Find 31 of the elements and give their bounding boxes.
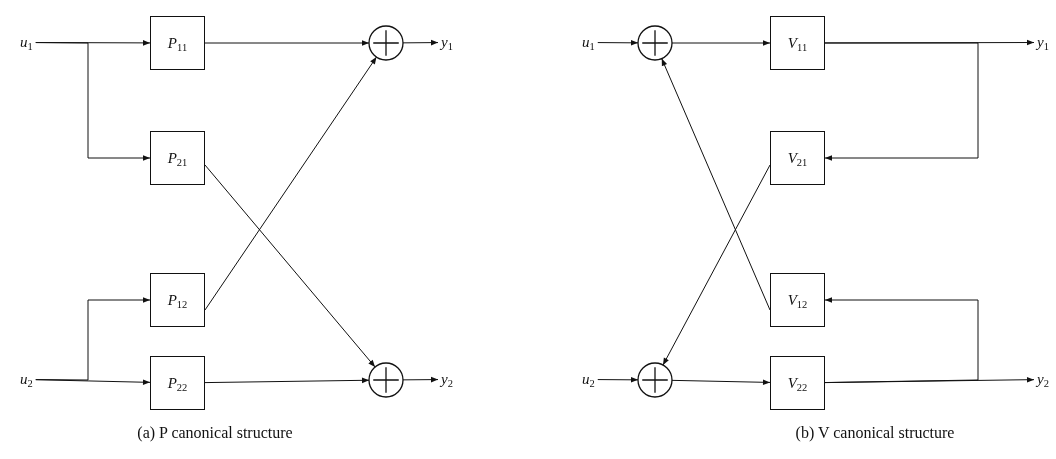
signal-label: y$_{1}$ bbox=[1037, 35, 1049, 50]
signal-label: y$_{1}$ bbox=[441, 35, 453, 50]
arrow bbox=[824, 42, 979, 161]
signal-label: u$_{1}$ bbox=[20, 35, 33, 50]
arrow bbox=[597, 377, 639, 383]
arrow bbox=[204, 377, 370, 384]
arrow bbox=[204, 164, 376, 368]
signal-label: u$_{2}$ bbox=[20, 372, 33, 387]
transfer-block: P$_{21}$ bbox=[150, 131, 205, 185]
arrow bbox=[661, 58, 771, 311]
transfer-block: V$_{22}$ bbox=[770, 356, 825, 410]
caption: (a) P canonical structure bbox=[137, 424, 293, 442]
transfer-block: P$_{11}$ bbox=[150, 16, 205, 70]
transfer-block: P$_{12}$ bbox=[150, 273, 205, 327]
arrow bbox=[597, 40, 639, 46]
arrow bbox=[824, 39, 1035, 46]
transfer-block: V$_{21}$ bbox=[770, 131, 825, 185]
signal-label: u$_{2}$ bbox=[582, 372, 595, 387]
transfer-block: P$_{22}$ bbox=[150, 356, 205, 410]
arrow bbox=[824, 297, 979, 384]
arrow bbox=[662, 164, 771, 366]
arrow bbox=[35, 379, 151, 385]
arrow bbox=[204, 56, 377, 311]
caption: (b) V canonical structure bbox=[795, 424, 955, 442]
arrow bbox=[204, 40, 370, 46]
signal-label: y$_{2}$ bbox=[1037, 372, 1049, 387]
signal-label: y$_{2}$ bbox=[441, 372, 453, 387]
transfer-block: V$_{12}$ bbox=[770, 273, 825, 327]
transfer-block: V$_{11}$ bbox=[770, 16, 825, 70]
arrow bbox=[35, 42, 151, 161]
signal-label: u$_{1}$ bbox=[582, 35, 595, 50]
